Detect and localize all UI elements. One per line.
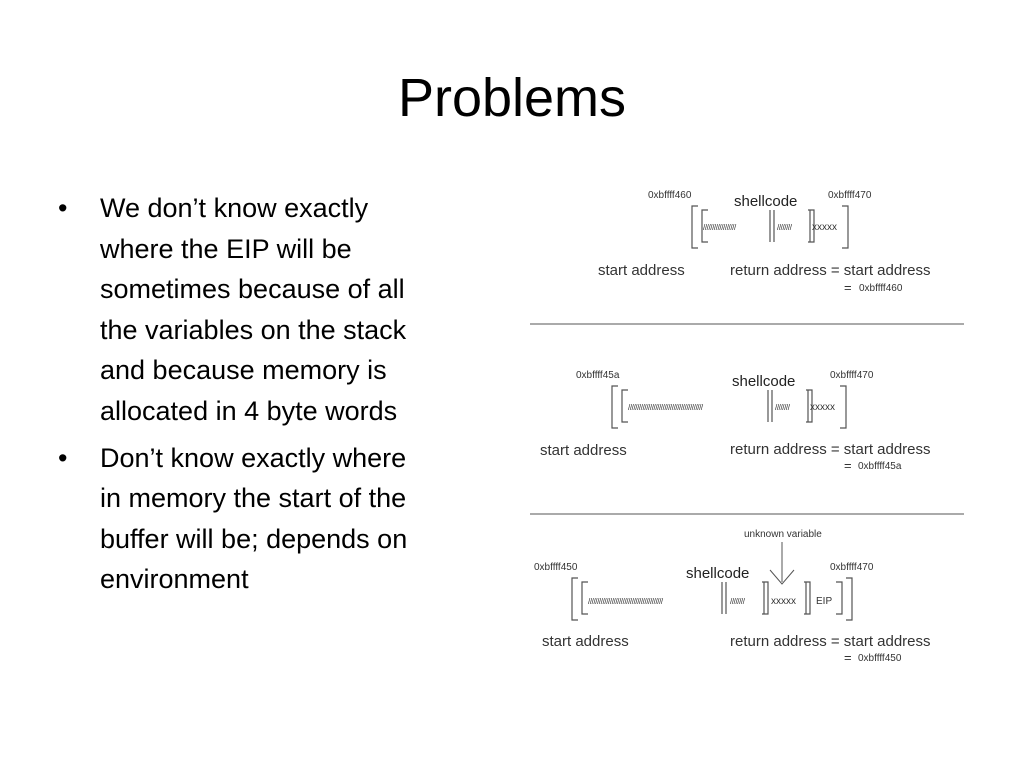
bullet-item-eip: • We don’t know exactly where the EIP wi… [58,188,498,432]
bracket-left [571,577,578,621]
segment-divider [769,210,775,242]
padding-segment: //////// [777,223,793,232]
bracket-inner [621,389,628,423]
bullet-line: the variables on the stack [100,314,407,345]
segment-divider [806,389,813,423]
bullet-line: sometimes because of all [100,274,405,305]
return-segment: xxxxx [810,402,835,413]
bracket-inner-right [836,581,843,615]
address-left: 0xbffff450 [534,562,578,573]
bracket-right [846,577,853,621]
equals-sign: = [844,280,852,295]
unknown-variable-segment: xxxxx [771,596,796,607]
stack-diagram: 0xbffff460 0xbffff470 shellcode ////////… [520,180,970,685]
bracket-left [611,385,618,429]
stack-diagram-svg: 0xbffff460 0xbffff470 shellcode ////////… [530,190,964,665]
segment-divider [767,390,773,422]
bullet-line: where the EIP will be [100,233,352,264]
buffer-segment: ////////////////////////////////////////… [628,403,704,412]
segment-divider [804,581,811,615]
bracket-left [691,205,698,249]
segment-divider [762,581,769,615]
bullet-list: • We don’t know exactly where the EIP wi… [58,188,498,606]
resolved-address: 0xbffff460 [859,283,903,294]
bullet-line: We don’t know exactly [100,193,369,223]
address-right: 0xbffff470 [828,190,872,201]
shellcode-label: shellcode [734,193,797,210]
return-address-label: return address = start address [730,441,931,458]
bullet-marker: • [58,442,68,473]
address-right: 0xbffff470 [830,370,874,381]
segment-divider [721,582,727,614]
equals-sign: = [844,458,852,473]
slide-title: Problems [397,68,627,128]
shellcode-label: shellcode [686,565,749,582]
address-left: 0xbffff45a [576,370,620,381]
address-left: 0xbffff460 [648,190,692,201]
segment-divider [808,209,815,243]
padding-segment: //////// [775,403,791,412]
buffer-segment: ////////////////// [703,223,737,232]
return-segment: xxxxx [812,222,837,233]
resolved-address: 0xbffff45a [858,461,902,472]
return-address-label: return address = start address [730,633,931,650]
shellcode-label: shellcode [732,373,795,390]
eip-segment: EIP [816,596,832,607]
equals-sign: = [844,650,852,665]
bracket-right [840,385,847,429]
bullet-item-buffer: • Don’t know exactly where in memory the… [58,438,498,600]
bullet-line: in memory the start of the [100,483,407,514]
buffer-segment: ////////////////////////////////////////… [588,597,664,606]
bullet-line: buffer will be; depends on [100,523,408,554]
unknown-variable-label: unknown variable [744,529,822,540]
diagram-panel-1: 0xbffff460 0xbffff470 shellcode ////////… [598,190,931,295]
bracket-right [842,205,849,249]
return-address-label: return address = start address [730,262,931,279]
bullet-line: environment [100,564,249,595]
unknown-variable-arrow-head [769,569,795,585]
bracket-inner [581,581,588,615]
start-address-label: start address [542,633,629,650]
bullet-line: Don’t know exactly where [100,442,407,473]
bracket-inner [701,209,708,243]
address-right: 0xbffff470 [830,562,874,573]
bullet-line: allocated in 4 byte words [100,395,398,426]
bullet-marker: • [58,193,68,223]
start-address-label: start address [540,442,627,459]
resolved-address: 0xbffff450 [858,653,902,664]
diagram-panel-3: unknown variable 0xbffff450 0xbffff470 s… [534,529,931,665]
start-address-label: start address [598,262,685,279]
bullet-line: and because memory is [100,355,387,386]
padding-segment: //////// [730,597,746,606]
diagram-panel-2: 0xbffff45a 0xbffff470 shellcode ////////… [540,370,931,473]
